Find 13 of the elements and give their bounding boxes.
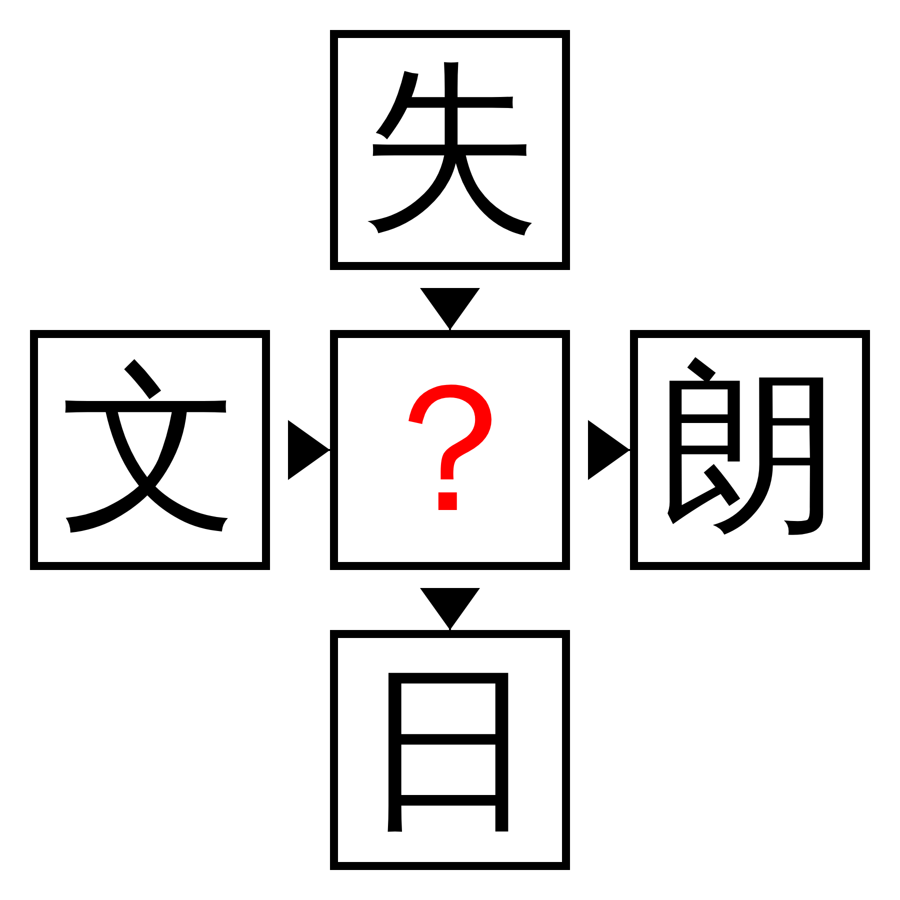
character-box	[630, 330, 870, 570]
kanji-character: 文	[60, 360, 240, 540]
character-box	[330, 330, 570, 570]
kanji-character: 日	[360, 660, 540, 840]
arrow	[288, 420, 330, 480]
question-mark: ？	[360, 360, 540, 540]
character-box	[330, 30, 570, 270]
arrow	[588, 420, 630, 480]
kanji-character: 失	[360, 60, 540, 240]
character-box	[30, 330, 270, 570]
arrow	[420, 288, 480, 330]
character-box	[330, 630, 570, 870]
arrow	[420, 588, 480, 630]
